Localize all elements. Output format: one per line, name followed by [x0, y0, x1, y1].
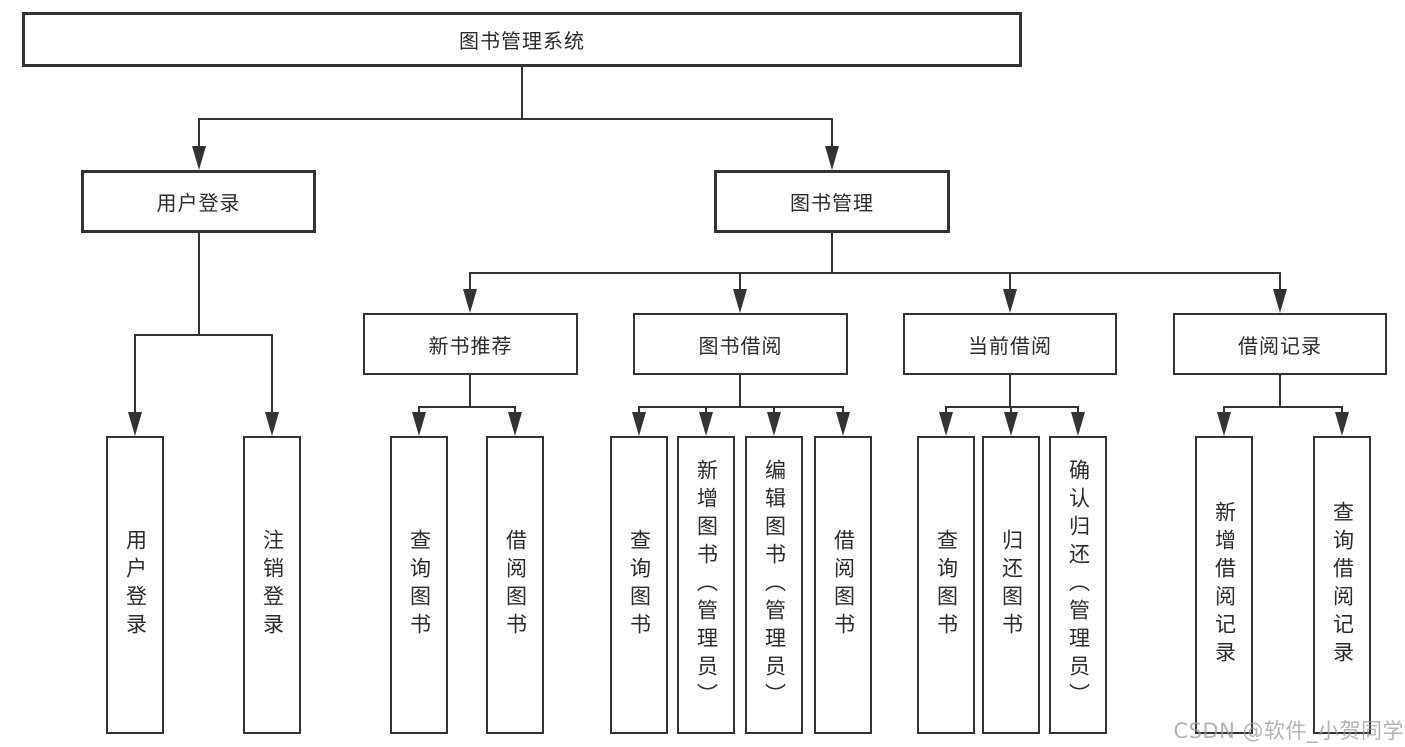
connector-line	[739, 272, 741, 290]
leaf-query-books-current: 查询图书	[917, 436, 975, 734]
leaf-edit-book-admin: 编辑图书（管理员）	[745, 436, 803, 734]
arrow-down-icon	[767, 412, 781, 436]
arrow-down-icon	[825, 146, 839, 170]
connector-line	[521, 67, 523, 120]
connector-line	[198, 118, 200, 150]
arrow-down-icon	[733, 289, 747, 313]
connector-line	[945, 406, 947, 414]
arrow-down-icon	[1335, 412, 1349, 436]
leaf-add-book-admin: 新增图书（管理员）	[677, 436, 735, 734]
connector-line	[469, 272, 471, 290]
node-user-login: 用户登录	[81, 170, 316, 233]
leaf-query-books-borrowing: 查询图书	[610, 436, 668, 734]
leaf-borrow-books-recommend: 借阅图书	[486, 436, 544, 734]
node-borrow-records: 借阅记录	[1173, 313, 1387, 375]
connector-line	[271, 334, 273, 413]
connector-line	[1223, 406, 1225, 414]
connector-line	[1009, 272, 1011, 290]
arrow-down-icon	[412, 412, 426, 436]
leaf-return-book: 归还图书	[982, 436, 1040, 734]
connector-line	[469, 375, 471, 408]
connector-line	[1341, 406, 1343, 414]
leaf-user-login: 用户登录	[106, 436, 164, 734]
arrow-down-icon	[836, 412, 850, 436]
arrow-down-icon	[1071, 412, 1085, 436]
connector-line	[418, 406, 420, 414]
arrow-down-icon	[1004, 412, 1018, 436]
connector-line	[418, 406, 516, 408]
connector-line	[638, 406, 640, 414]
node-book-management: 图书管理	[714, 170, 950, 233]
leaf-borrow-books: 借阅图书	[814, 436, 872, 734]
connector-line	[842, 406, 844, 414]
watermark: CSDN @软件_小贺同学	[1173, 719, 1404, 743]
leaf-query-borrow-record: 查询借阅记录	[1313, 436, 1371, 734]
arrow-down-icon	[463, 289, 477, 313]
arrow-down-icon	[1273, 289, 1287, 313]
connector-line	[134, 334, 273, 336]
connector-line	[739, 375, 741, 408]
arrow-down-icon	[128, 412, 142, 436]
arrow-down-icon	[1003, 289, 1017, 313]
arrow-down-icon	[632, 412, 646, 436]
connector-line	[1010, 406, 1012, 414]
connector-line	[638, 406, 844, 408]
connector-line	[1279, 272, 1281, 290]
connector-line	[773, 406, 775, 414]
node-current-borrowing: 当前借阅	[903, 313, 1117, 375]
connector-line	[705, 406, 707, 414]
leaf-add-borrow-record: 新增借阅记录	[1195, 436, 1253, 734]
arrow-down-icon	[192, 146, 206, 170]
arrow-down-icon	[1217, 412, 1231, 436]
node-new-book-recommend: 新书推荐	[363, 313, 578, 375]
leaf-logout-login: 注销登录	[243, 436, 301, 734]
arrow-down-icon	[508, 412, 522, 436]
arrow-down-icon	[939, 412, 953, 436]
leaf-confirm-return-admin: 确认归还（管理员）	[1049, 436, 1107, 734]
arrow-down-icon	[699, 412, 713, 436]
leaf-query-books-recommend: 查询图书	[390, 436, 448, 734]
connector-line	[470, 272, 1281, 274]
connector-line	[945, 406, 1079, 408]
node-book-borrowing: 图书借阅	[633, 313, 848, 375]
node-root: 图书管理系统	[22, 12, 1022, 67]
connector-line	[1223, 406, 1343, 408]
arrow-down-icon	[265, 412, 279, 436]
connector-line	[198, 233, 200, 336]
connector-line	[198, 118, 833, 120]
connector-line	[831, 233, 833, 274]
connector-line	[134, 334, 136, 413]
connector-line	[1279, 375, 1281, 408]
connector-line	[1009, 375, 1011, 408]
connector-line	[831, 118, 833, 150]
connector-line	[1077, 406, 1079, 414]
connector-line	[514, 406, 516, 414]
